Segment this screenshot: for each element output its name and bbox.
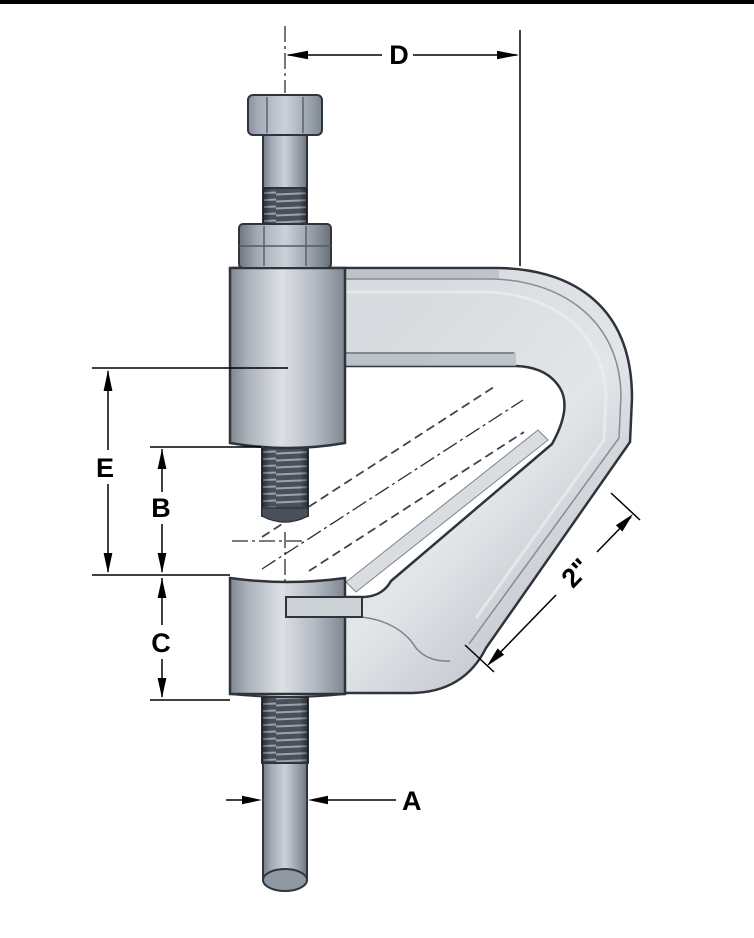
dimension-label-c: C [151, 628, 171, 658]
jaw-lip-tab [285, 596, 363, 618]
screw-shaft [262, 129, 308, 191]
dimension-c: C [150, 578, 230, 701]
inner-wall-face [345, 429, 549, 593]
screw-tip [261, 444, 309, 523]
dimensions: D E B [92, 26, 641, 816]
dimension-e: E [92, 367, 288, 576]
extension-line-throat-top [610, 492, 641, 521]
arrowhead-a-right [308, 795, 328, 805]
top-arm-lip [292, 352, 516, 366]
outer-highlight-line [236, 290, 608, 619]
dimension-label-d: D [389, 40, 409, 70]
extension-line-throat-bottom [464, 644, 495, 673]
screw-tip-end [261, 507, 309, 523]
rod-body [262, 762, 308, 881]
lower-cylinder [228, 576, 347, 696]
arrowhead-c-bottom [157, 678, 167, 698]
hex-head-body [247, 94, 323, 136]
top-arm-chamfer [233, 269, 499, 279]
arrowhead-b-bottom [157, 553, 167, 573]
arrowhead-b-top [157, 449, 167, 469]
dimension-label-e: E [96, 453, 114, 483]
hex-nut [238, 223, 332, 269]
arrowhead-throat-bottom [487, 648, 505, 666]
dimension-label-throat: 2" [556, 553, 597, 594]
arrowhead-a-left [242, 795, 262, 805]
top-screw [238, 94, 332, 269]
rod-rounded-tip [262, 868, 308, 892]
lower-assembly [228, 576, 363, 892]
jaw-notch-curve [361, 616, 451, 662]
top-border-rule [0, 0, 754, 4]
dimension-label-b: B [151, 493, 171, 523]
rod-thread-shade [262, 697, 308, 763]
hidden-line-lower [308, 431, 525, 572]
clamp-body [230, 266, 634, 695]
hex-head [247, 94, 323, 136]
screw-upper-thread-shade [263, 188, 307, 226]
arrowhead-throat-top [615, 514, 633, 532]
dimension-d: D [284, 26, 521, 266]
arrowhead-d-left [286, 50, 308, 60]
dimension-a: A [226, 786, 422, 816]
arrowhead-e-top [103, 370, 113, 391]
arrowhead-c-top [157, 578, 167, 598]
outer-edge-detail-line [232, 278, 622, 645]
arrowhead-d-right [497, 50, 519, 60]
centerline-diagonal [261, 399, 524, 570]
dimension-label-a: A [402, 786, 422, 816]
dimension-b: B [150, 446, 261, 573]
upper-boss-cylinder [228, 266, 347, 450]
arrowhead-e-bottom [103, 553, 113, 573]
screw-tip-thread-shade [262, 445, 308, 516]
